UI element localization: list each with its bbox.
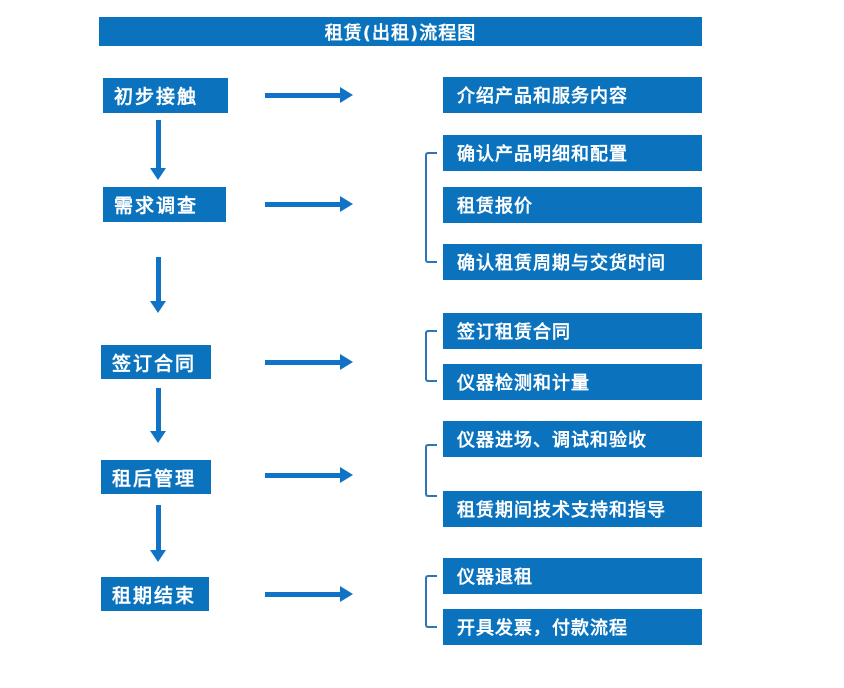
arrow-shaft — [156, 388, 161, 432]
arrow-right-icon — [265, 196, 353, 212]
arrow-down-icon — [150, 257, 166, 313]
output-box-confirm-product-config: 确认产品明细和配置 — [443, 135, 702, 171]
output-box-instrument-setup: 仪器进场、调试和验收 — [443, 421, 702, 457]
arrow-down-icon — [150, 120, 166, 180]
output-box-confirm-period-delivery: 确认租赁周期与交货时间 — [443, 244, 702, 280]
arrow-head — [150, 168, 166, 180]
stage-box-contract-signing: 签订合同 — [101, 345, 211, 379]
bracket-connector-rental-end — [425, 575, 437, 628]
output-box-instrument-return: 仪器退租 — [443, 558, 702, 594]
arrow-down-icon — [150, 388, 166, 443]
arrow-right-icon — [265, 467, 353, 483]
bracket-connector-demand-survey — [425, 152, 437, 263]
arrow-right-icon — [265, 354, 353, 370]
output-box-introduce-products: 介绍产品和服务内容 — [443, 77, 702, 113]
arrow-right-icon — [265, 586, 353, 602]
arrow-shaft — [265, 360, 340, 365]
stage-box-post-rental-management: 租后管理 — [101, 460, 211, 494]
stage-box-demand-survey: 需求调查 — [103, 187, 226, 222]
arrow-down-icon — [150, 505, 166, 562]
output-box-rental-quotation: 租赁报价 — [443, 187, 702, 223]
arrow-head — [150, 550, 166, 562]
arrow-shaft — [265, 93, 340, 98]
stage-box-initial-contact: 初步接触 — [103, 78, 228, 113]
arrow-head — [150, 431, 166, 443]
arrow-shaft — [156, 257, 161, 302]
output-box-invoice-payment: 开具发票，付款流程 — [443, 609, 702, 645]
arrow-right-icon — [265, 87, 353, 103]
arrow-shaft — [156, 505, 161, 551]
output-box-instrument-testing: 仪器检测和计量 — [443, 364, 702, 400]
arrow-shaft — [156, 120, 161, 169]
arrow-shaft — [265, 202, 340, 207]
output-box-technical-support: 租赁期间技术支持和指导 — [443, 491, 702, 527]
arrow-shaft — [265, 592, 340, 597]
arrow-head — [150, 301, 166, 313]
arrow-shaft — [265, 473, 340, 478]
arrow-head — [340, 354, 353, 370]
flowchart-title: 租赁(出租)流程图 — [99, 17, 702, 46]
arrow-head — [340, 87, 353, 103]
stage-box-rental-end: 租期结束 — [101, 577, 209, 611]
arrow-head — [340, 467, 353, 483]
arrow-head — [340, 196, 353, 212]
bracket-connector-post-rental — [425, 444, 437, 497]
arrow-head — [340, 586, 353, 602]
bracket-connector-contract-signing — [425, 330, 437, 382]
output-box-sign-rental-contract: 签订租赁合同 — [443, 313, 702, 349]
